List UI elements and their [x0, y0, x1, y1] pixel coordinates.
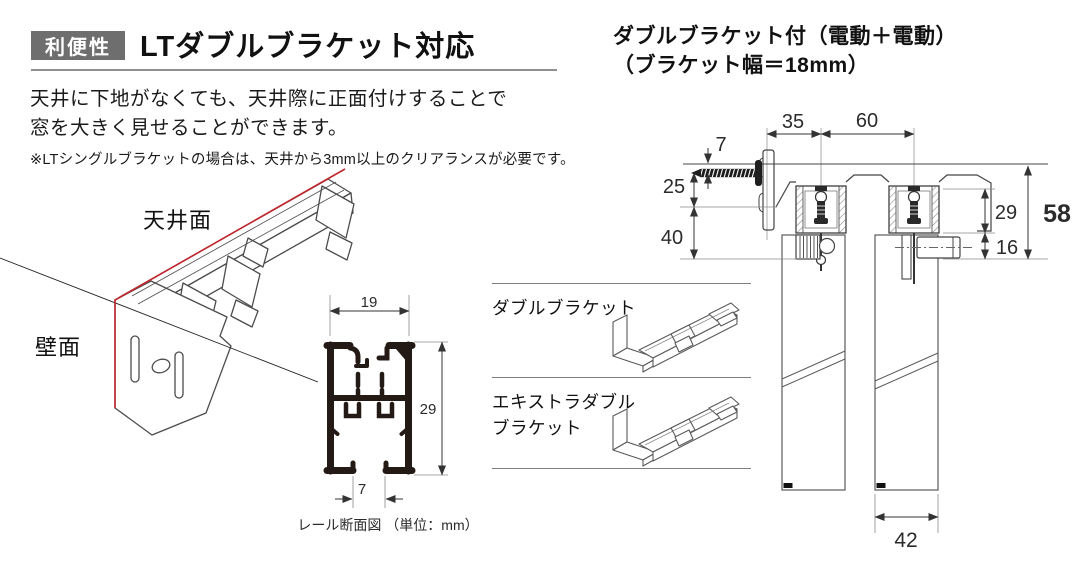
rail-height-dim: 29: [420, 401, 437, 418]
dim-rail-height: 29: [995, 202, 1017, 224]
dim-rail-spacing: 60: [856, 110, 878, 132]
bracket-isometric-illustration: [0, 168, 355, 436]
dim-screw-clearance: 7: [715, 134, 726, 156]
bracket-outline: [114, 178, 355, 436]
rail-extension-lines: [329, 295, 448, 508]
rail-slot-dim: 7: [358, 481, 366, 498]
rail-assembly-right: [888, 185, 940, 234]
bracket-variant-list: ダブルブラケット エキストラダブル ブラケット: [492, 283, 751, 469]
page-title: LTダブルブラケット対応: [140, 31, 476, 63]
rail-cross-section-diagram: 19 29 7 レール断面図 （単位：mm）: [297, 294, 475, 533]
dim-upper: 25: [663, 176, 685, 198]
list-item-double-bracket: ダブルブラケット: [492, 283, 751, 377]
wall-construction-line: [0, 257, 319, 383]
tech-drawing-title: ダブルブラケット付（電動＋電動） （ブラケット幅＝18mm）: [613, 22, 957, 80]
double-bracket-label: ダブルブラケット: [492, 298, 636, 318]
rail-profile: [323, 341, 416, 475]
dim-lower: 40: [661, 227, 683, 249]
tech-drawing-title-line2: （ブラケット幅＝18mm）: [613, 54, 870, 77]
panel-left-foot: [783, 483, 793, 488]
footnote-text: ※LTシングルブラケットの場合は、天井から3mm以上のクリアランスが必要です。: [30, 152, 575, 168]
extra-double-bracket-label-line1: エキストラダブル: [492, 392, 636, 412]
rail-assembly-left: [795, 185, 847, 234]
double-bracket-illustration: [612, 302, 740, 373]
dim-below-rail: 16: [996, 237, 1018, 259]
description-line-1: 天井に下地がなくても、天井際に正面付けすることで: [30, 88, 508, 110]
dim-fabric-width: 42: [894, 529, 917, 552]
panel-right-foot: [876, 483, 886, 488]
dim-total-height: 58: [1043, 200, 1071, 228]
description-text: 天井に下地がなくても、天井際に正面付けすることで 窓を大きく見せることができます…: [30, 85, 507, 143]
extension-lines: [680, 188, 1048, 533]
wall-plate: [762, 149, 775, 231]
extra-double-bracket-label-line2: ブラケット: [492, 418, 582, 438]
dimension-lines: [690, 130, 1032, 521]
curtain-panel-left: [781, 234, 846, 491]
rail-section-caption: レール断面図 （単位：mm）: [297, 517, 475, 533]
dim-wall-to-rail1: 35: [782, 111, 804, 133]
rail-width-dim: 19: [361, 294, 378, 311]
extra-double-bracket-label: エキストラダブル ブラケット: [492, 378, 751, 441]
extra-double-bracket-illustration: [612, 396, 740, 467]
panel-break-lines: [781, 350, 939, 390]
title-rule: [31, 69, 557, 71]
list-item-extra-double-bracket: エキストラダブル ブラケット: [492, 377, 751, 469]
gear-roller: [818, 237, 836, 255]
gear-teeth: [797, 236, 819, 258]
tech-drawing-title-line1: ダブルブラケット付（電動＋電動）: [613, 25, 957, 48]
feature-badge: 利便性: [31, 31, 125, 60]
description-line-2: 窓を大きく見せることができます。: [30, 117, 349, 139]
ceiling-wall-accent-line: [114, 168, 346, 408]
motor-mount-plate: [901, 234, 912, 280]
wall-surface-label: 壁面: [35, 335, 82, 360]
ceiling-surface-label: 天井面: [143, 208, 213, 233]
double-bracket-section-drawing: 7 25 40 35 60 29 16 58 42: [661, 110, 1071, 552]
rail-dimension-lines: [329, 307, 446, 503]
